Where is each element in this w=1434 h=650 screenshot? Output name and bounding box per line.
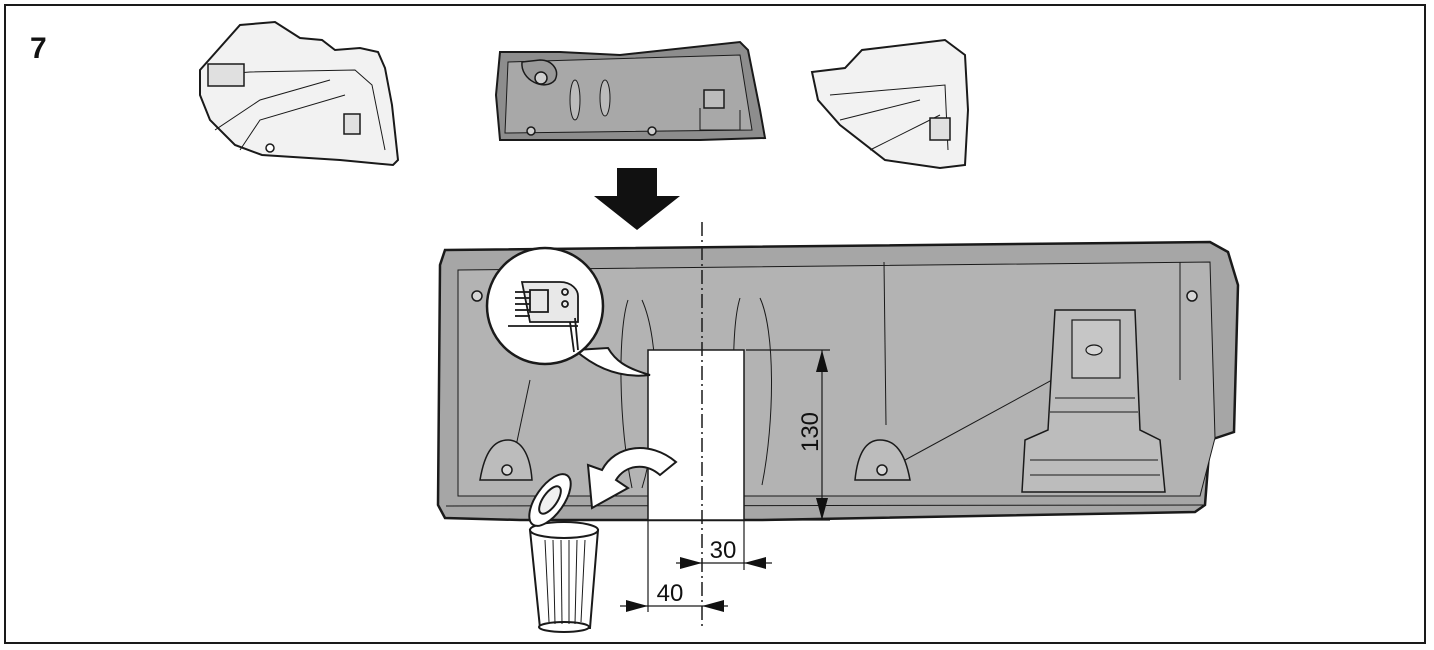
figure-frame [4,4,1426,644]
trash-bin-icon [528,473,600,633]
step-number: 7 [30,32,47,65]
reference-part-middle [494,40,767,141]
dimension-height [746,349,830,521]
down-arrow-icon [594,168,680,230]
reference-part-right [810,38,970,170]
jigsaw-callout [485,246,651,377]
dimension-offset [676,520,772,570]
offset-dimension-label: 30 [710,537,737,564]
jigsaw-icon [508,281,579,353]
curved-arrow-icon [586,447,678,510]
dimension-width [620,520,728,612]
width-dimension-label: 40 [657,580,684,607]
height-dimension-label: 130 [797,412,824,452]
cutout-area [647,349,745,521]
reference-part-left [199,20,400,167]
